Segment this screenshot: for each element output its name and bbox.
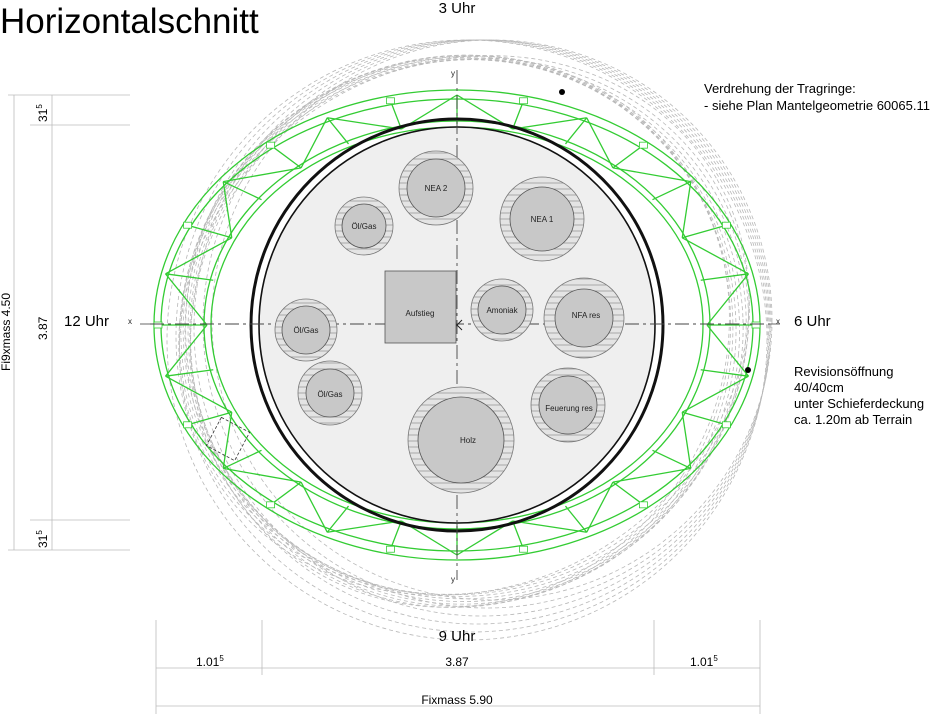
label-feuerung-res: Feuerung res xyxy=(545,404,593,413)
revision-note-line4: ca. 1.20m ab Terrain xyxy=(794,412,912,427)
tank-oel-gas-top xyxy=(334,196,394,256)
page-title: Horizontalschnitt xyxy=(0,2,259,41)
tank-amoniak xyxy=(470,278,534,342)
label-oel-gas-bottom: Öl/Gas xyxy=(318,390,343,399)
dim-left-mid: 3.87 xyxy=(36,316,50,340)
revision-opening-outline xyxy=(205,416,251,462)
label-nfa-res: NFA res xyxy=(572,311,600,320)
bottom-dimension-chain xyxy=(155,620,761,714)
clock-label-left: 12 Uhr xyxy=(64,313,109,330)
tank-nea2 xyxy=(398,150,474,226)
twist-note-line2: - siehe Plan Mantelgeometrie 60065.11 xyxy=(704,98,930,113)
label-holz: Holz xyxy=(460,436,476,445)
axis-mark-y-bottom: y xyxy=(451,575,455,584)
axis-mark-y-top: y xyxy=(451,69,455,78)
dim-bottom-mid: 3.87 xyxy=(445,655,469,669)
clock-label-bottom: 9 Uhr xyxy=(439,628,476,645)
dim-bottom-total: Fixmass 5.90 xyxy=(421,693,493,707)
revision-note-line3: unter Schieferdeckung xyxy=(794,396,924,411)
revision-note-dot xyxy=(745,367,751,373)
label-nea1: NEA 1 xyxy=(531,215,554,224)
label-oel-gas-left: Öl/Gas xyxy=(294,326,319,335)
twist-note-line1: Verdrehung der Tragringe: xyxy=(704,81,856,96)
twist-note-dot xyxy=(559,89,565,95)
clock-label-top: 3 Uhr xyxy=(439,0,476,17)
axis-mark-x-left: x xyxy=(128,317,132,326)
revision-note-line2: 40/40cm xyxy=(794,380,844,395)
stair-aufstieg xyxy=(384,270,457,344)
dim-left-top: 315 xyxy=(35,104,50,122)
svg-text:3.87: 3.87 xyxy=(36,316,50,340)
tank-holz xyxy=(407,386,515,494)
tank-feuerung-res xyxy=(530,367,606,443)
svg-text:Fi9xmass 4.50: Fi9xmass 4.50 xyxy=(0,293,13,371)
revision-note-line1: Revisionsöffnung xyxy=(794,364,894,379)
axis-mark-x-right: x xyxy=(776,317,780,326)
clock-label-right: 6 Uhr xyxy=(794,313,831,330)
tank-nea1 xyxy=(499,176,585,262)
svg-text:315: 315 xyxy=(35,530,50,548)
dim-left-bottom: 315 xyxy=(35,530,50,548)
dim-bottom-left: 1.015 xyxy=(196,654,224,669)
tank-nfa-res xyxy=(543,277,625,359)
svg-text:315: 315 xyxy=(35,104,50,122)
label-nea2: NEA 2 xyxy=(425,184,448,193)
left-dimension-chain xyxy=(8,94,130,551)
dim-left-total: Fi9xmass 4.50 xyxy=(0,293,13,371)
label-amoniak: Amoniak xyxy=(486,306,518,315)
tank-oel-gas-left xyxy=(274,298,338,362)
dim-bottom-right: 1.015 xyxy=(690,654,718,669)
tank-oel-gas-bottom xyxy=(297,360,363,426)
label-aufstieg: Aufstieg xyxy=(406,309,435,318)
label-oel-gas-top: Öl/Gas xyxy=(352,222,377,231)
